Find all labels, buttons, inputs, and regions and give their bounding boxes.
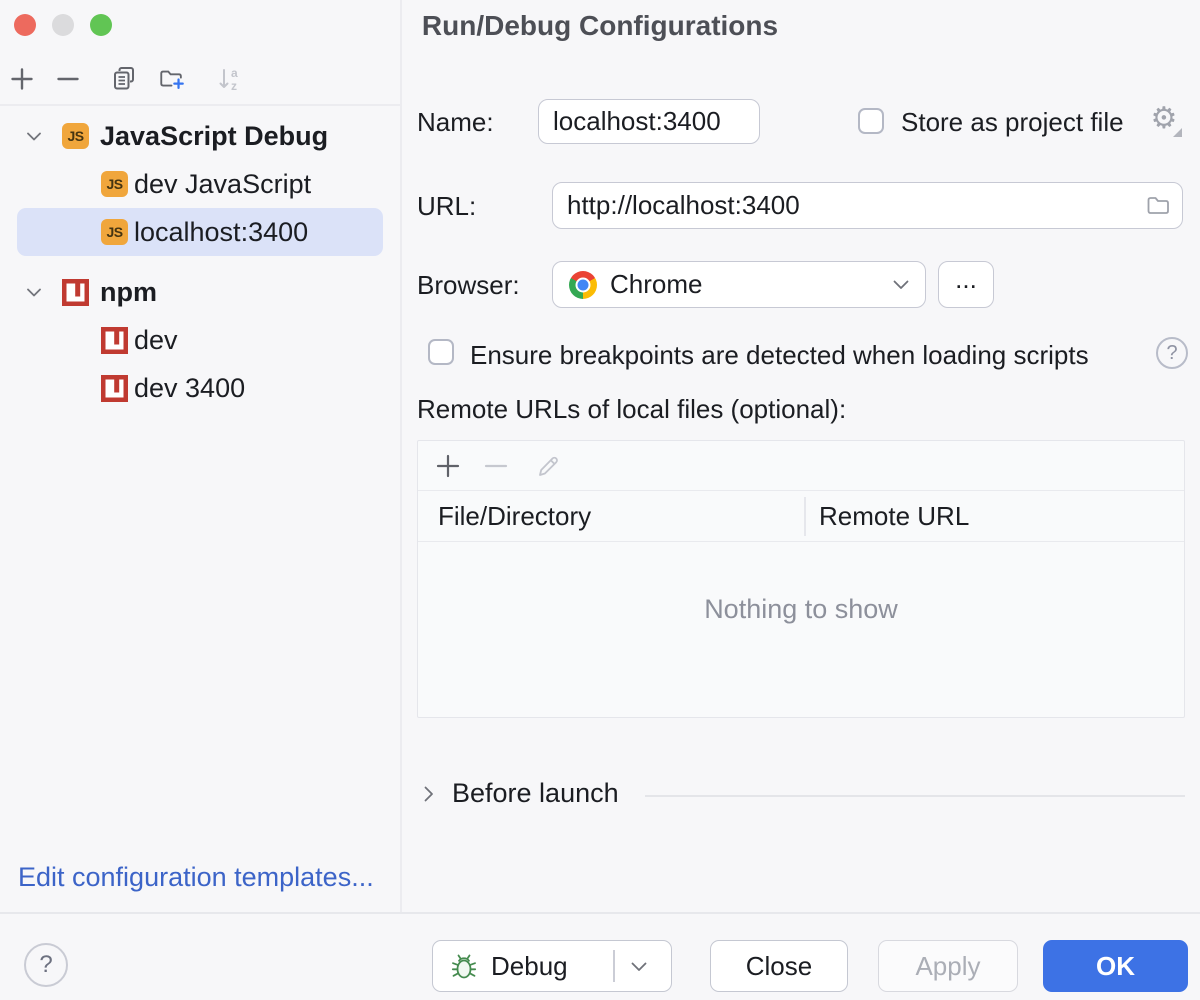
tree-item-label: npm — [100, 276, 157, 307]
table-remove-button[interactable] — [481, 451, 511, 481]
before-launch-label: Before launch — [452, 778, 619, 808]
close-window-button[interactable] — [14, 14, 36, 36]
chevron-down-icon[interactable] — [27, 132, 41, 141]
browser-dropdown[interactable]: Chrome — [552, 261, 926, 308]
js-badge-text: JS — [67, 128, 84, 144]
sort-z-glyph: z — [231, 79, 237, 93]
more-button-label: ... — [955, 264, 977, 294]
name-input[interactable] — [538, 99, 760, 144]
gear-dropdown-corner — [1173, 128, 1182, 137]
tree-item-dev-javascript[interactable]: JS dev JavaScript — [0, 160, 400, 208]
table-header-row: File/Directory Remote URL — [418, 491, 1184, 542]
gear-icon[interactable]: ⚙ — [1147, 102, 1182, 137]
javascript-icon: JS — [62, 123, 89, 149]
table-edit-pencil-icon[interactable] — [534, 451, 564, 481]
store-as-project-file-checkbox[interactable] — [858, 108, 884, 134]
before-launch-section[interactable]: Before launch — [424, 778, 619, 809]
before-launch-rule — [645, 795, 1185, 797]
ok-button[interactable]: OK — [1043, 940, 1188, 992]
npm-icon — [101, 374, 128, 402]
javascript-icon: JS — [101, 171, 128, 197]
tree-item-label: JavaScript Debug — [100, 120, 329, 151]
sort-a-glyph: a — [231, 66, 238, 80]
window-controls — [14, 14, 112, 36]
tree-item-label: dev 3400 — [134, 372, 246, 403]
help-glyph: ? — [1166, 341, 1178, 364]
tree-item-dev[interactable]: dev — [0, 316, 400, 364]
configurations-tree: JS JavaScript Debug JS dev JavaScript JS… — [0, 112, 400, 412]
tree-item-label: dev JavaScript — [134, 168, 312, 199]
debug-split-divider — [613, 950, 615, 982]
store-as-project-file-label: Store as project file — [901, 107, 1124, 137]
remove-configuration-button[interactable] — [54, 64, 82, 94]
tree-item-label: localhost:3400 — [134, 216, 309, 247]
column-header-file-directory: File/Directory — [438, 500, 592, 531]
minimize-window-button[interactable] — [52, 14, 74, 36]
help-button[interactable]: ? — [24, 943, 68, 987]
remote-urls-table: File/Directory Remote URL Nothing to sho… — [417, 440, 1185, 718]
js-badge-text: JS — [106, 176, 123, 192]
javascript-icon: JS — [101, 219, 128, 245]
table-toolbar — [418, 441, 1184, 491]
new-folder-button[interactable] — [158, 64, 186, 94]
tree-item-dev-3400[interactable]: dev 3400 — [0, 364, 400, 412]
tree-group-npm[interactable]: npm — [0, 268, 400, 316]
debug-bug-icon — [451, 954, 477, 979]
column-divider — [804, 497, 806, 536]
js-badge-text: JS — [106, 224, 123, 240]
chevron-right-icon — [424, 786, 433, 801]
gear-glyph: ⚙ — [1150, 102, 1178, 135]
table-empty-state: Nothing to show — [704, 594, 898, 624]
tree-group-javascript-debug[interactable]: JS JavaScript Debug — [0, 112, 400, 160]
sort-alphabetically-icon[interactable]: a z — [216, 64, 244, 94]
footer-divider — [0, 912, 1200, 914]
chevron-down-icon[interactable] — [631, 962, 647, 972]
table-add-button[interactable] — [433, 451, 463, 481]
npm-icon — [101, 326, 128, 354]
ensure-breakpoints-label: Ensure breakpoints are detected when loa… — [470, 340, 1089, 370]
browser-more-button[interactable]: ... — [938, 261, 994, 308]
copy-configuration-icon[interactable] — [110, 64, 138, 94]
browser-label: Browser: — [417, 270, 520, 300]
close-button[interactable]: Close — [710, 940, 848, 992]
apply-button-label: Apply — [915, 950, 981, 981]
toolbar-divider — [0, 104, 400, 106]
chrome-core — [577, 279, 589, 290]
ok-button-label: OK — [1096, 950, 1135, 981]
add-configuration-button[interactable] — [8, 64, 36, 94]
apply-button-disabled[interactable]: Apply — [878, 940, 1018, 992]
panel-divider — [400, 0, 402, 912]
column-header-remote-url: Remote URL — [819, 500, 970, 531]
url-field-wrapper — [552, 182, 1183, 229]
dialog-title: Run/Debug Configurations — [421, 10, 779, 41]
debug-split-button[interactable]: Debug — [432, 940, 672, 992]
browse-folder-icon[interactable] — [1145, 193, 1171, 217]
help-glyph: ? — [39, 951, 53, 978]
url-label: URL: — [417, 191, 477, 221]
tree-item-label: dev — [134, 324, 178, 355]
zoom-window-button[interactable] — [90, 14, 112, 36]
npm-icon — [62, 278, 89, 306]
breakpoints-help-icon[interactable]: ? — [1156, 337, 1188, 369]
chevron-down-icon[interactable] — [27, 288, 41, 297]
debug-button-label: Debug — [491, 950, 568, 981]
edit-configuration-templates-link[interactable]: Edit configuration templates... — [18, 862, 374, 892]
chevron-down-icon — [893, 280, 909, 289]
browser-selected-value: Chrome — [610, 269, 703, 299]
name-label: Name: — [417, 107, 494, 137]
ensure-breakpoints-checkbox[interactable] — [428, 339, 454, 365]
url-input[interactable] — [552, 182, 1183, 229]
remote-urls-label: Remote URLs of local files (optional): — [417, 394, 847, 424]
chrome-icon — [569, 270, 597, 299]
close-button-label: Close — [745, 950, 813, 981]
tree-item-localhost-3400-selected[interactable]: JS localhost:3400 — [17, 208, 383, 256]
